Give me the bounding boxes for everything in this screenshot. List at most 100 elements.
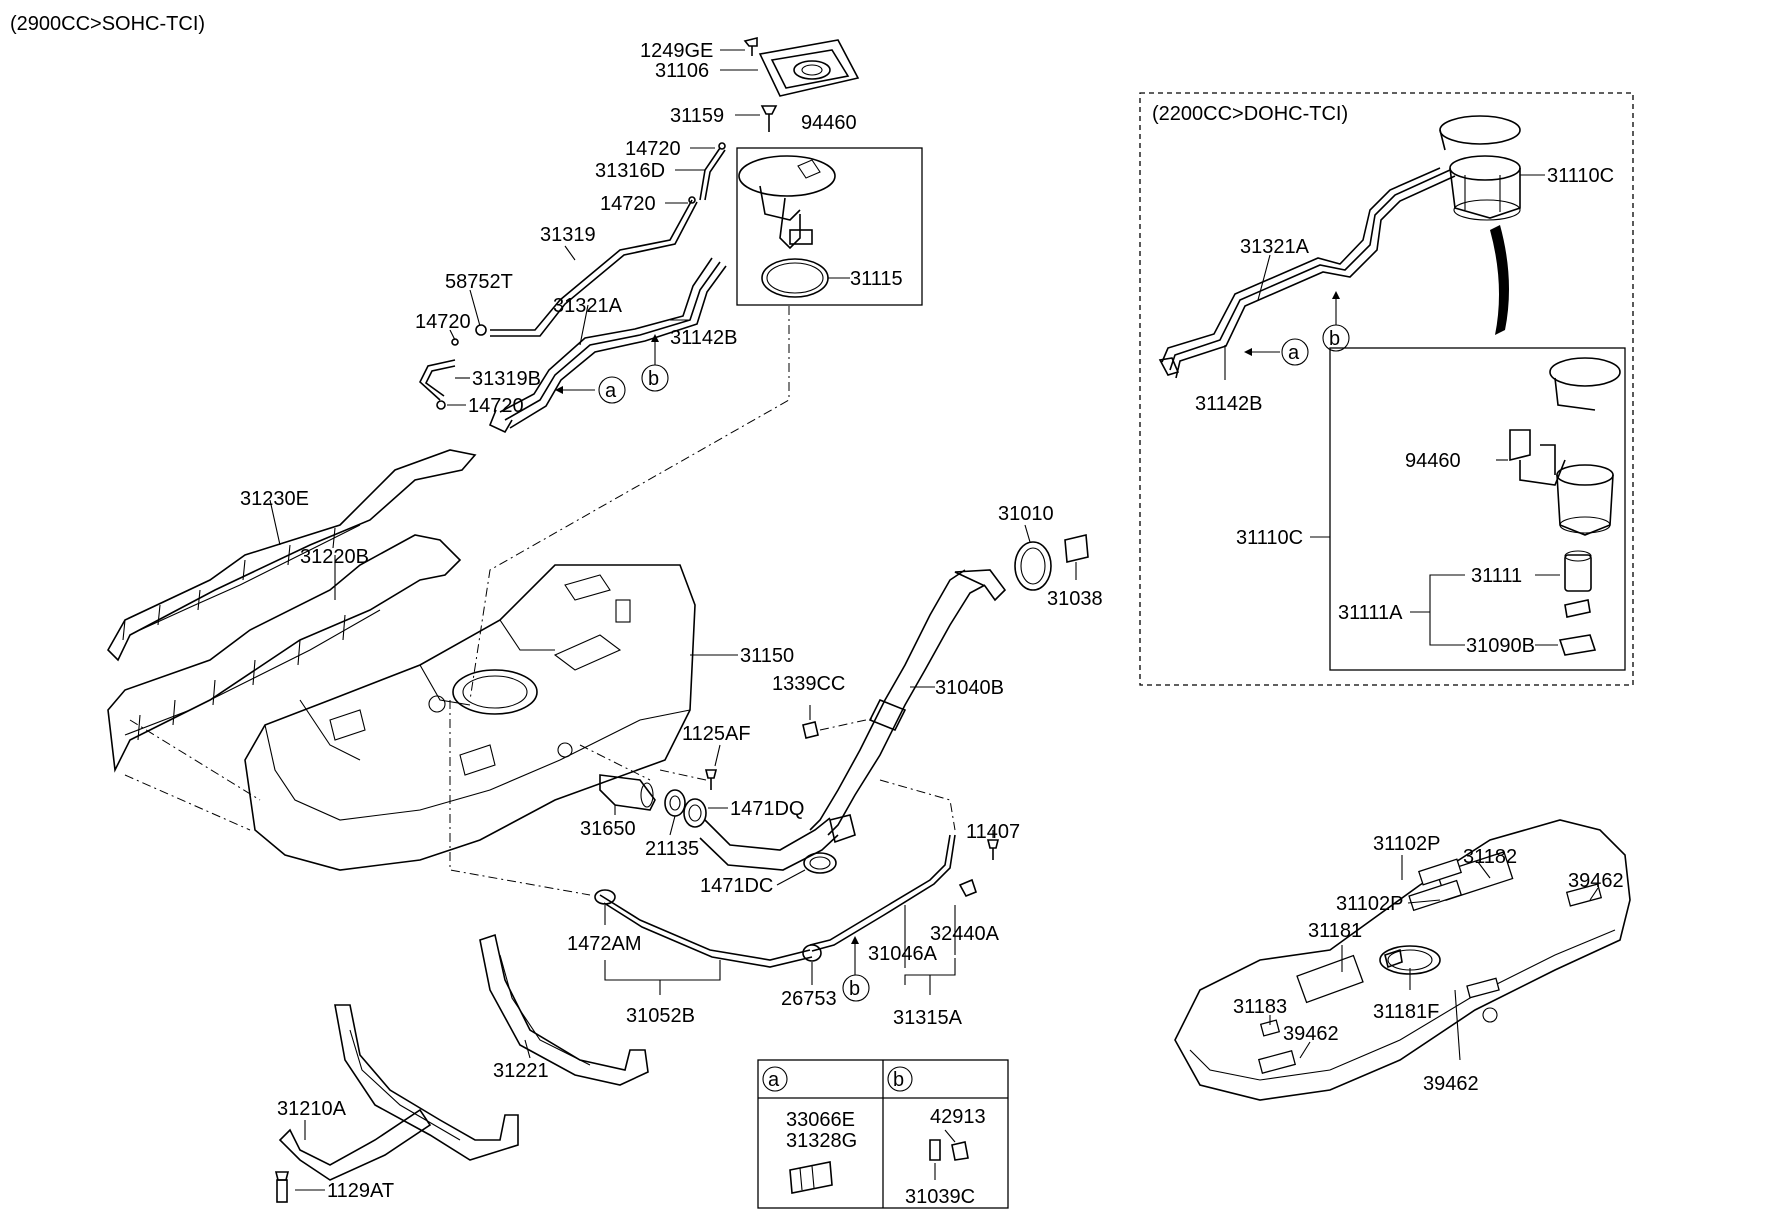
- label-94460-top: 94460: [801, 112, 857, 134]
- vapor-hose-31319: [490, 199, 698, 337]
- label-14720-b: 14720: [600, 193, 656, 215]
- label-31102p-b: 31102P: [1336, 893, 1403, 915]
- fuel-pump-assembly-box: [736, 147, 923, 306]
- label-31110c-top: 31110C: [1547, 165, 1614, 187]
- pump-detail-box: [1329, 347, 1626, 671]
- label-31111a: 31111A: [1338, 602, 1403, 624]
- nut-1339cc: [802, 721, 819, 739]
- fitting-31181f: [1384, 948, 1403, 969]
- label-33066e: 33066E: [786, 1109, 855, 1131]
- clamp-1471dq: [683, 798, 707, 828]
- clip-31039c: [929, 1139, 969, 1161]
- callout-a-main-letter: a: [605, 380, 617, 402]
- label-31142b-inset: 31142B: [1195, 393, 1262, 415]
- leader-31321a-main: [579, 304, 589, 346]
- bolt-1129at: [274, 1171, 290, 1203]
- tank-strap-31210a: [278, 1004, 519, 1181]
- label-94460-inset: 94460: [1405, 450, 1461, 472]
- leader-21135: [669, 815, 676, 836]
- vent-hose-31046a: [809, 834, 956, 952]
- filler-neck-31040b: [809, 569, 1007, 836]
- gasket-31115: [761, 258, 829, 298]
- leader-31321a-inset: [1257, 254, 1271, 301]
- leader-31010: [1024, 524, 1031, 543]
- screw-31159: [760, 105, 778, 132]
- filler-hose: [699, 817, 839, 871]
- dash-pump-to-tank: [469, 306, 790, 701]
- label-31115: 31115: [850, 268, 903, 290]
- label-31111: 31111: [1471, 565, 1522, 587]
- label-14720-d: 14720: [468, 395, 524, 417]
- label-14720-a: 14720: [625, 138, 681, 160]
- label-31150: 31150: [740, 645, 794, 667]
- label-31328g: 31328G: [786, 1130, 857, 1152]
- label-31159: 31159: [670, 105, 724, 127]
- callout-b-main: [641, 364, 669, 392]
- legend-callout-b: [887, 1066, 913, 1092]
- fuel-tank-connector-31650: [599, 774, 656, 811]
- label-31046a: 31046A: [868, 943, 938, 965]
- label-31230e: 31230E: [240, 488, 309, 510]
- leader-31182: [1477, 861, 1491, 879]
- detail-arrow: [1490, 225, 1509, 335]
- callout-a-inset: [1281, 338, 1309, 366]
- label-21135: 21135: [645, 838, 699, 860]
- label-31319b: 31319B: [472, 368, 541, 390]
- vent-hose-1472am: [599, 894, 813, 968]
- legend-callout-a: [762, 1066, 788, 1092]
- label-plate-31038: [1064, 534, 1089, 563]
- label-11407: 11407: [966, 821, 1020, 843]
- label-1471dq: 1471DQ: [730, 798, 805, 820]
- inset-engine-heading: (2200CC>DOHC-TCI): [1152, 103, 1348, 125]
- heat-shield-31230e: [107, 449, 477, 662]
- label-26753: 26753: [781, 988, 837, 1010]
- label-31090b: 31090B: [1466, 635, 1535, 657]
- legend-a-letter: a: [768, 1069, 780, 1091]
- callout-b-lower-letter: b: [849, 978, 860, 1000]
- leader-31319: [564, 245, 576, 261]
- leader-31102p-b: [1407, 899, 1441, 904]
- label-31040b: 31040B: [935, 677, 1004, 699]
- leader-1471dc: [776, 869, 806, 886]
- leader-1125af: [714, 744, 721, 767]
- label-31319: 31319: [540, 224, 596, 246]
- label-14720-c: 14720: [415, 311, 471, 333]
- label-31183: 31183: [1233, 996, 1287, 1018]
- label-31220b: 31220B: [300, 546, 369, 568]
- label-1249ge: 1249GE: [640, 40, 713, 62]
- bolt-1249ge: [743, 36, 758, 56]
- clamp-14720-b: [688, 196, 696, 204]
- fuel-pump-cover-plate: [758, 39, 860, 97]
- pad-31181: [1296, 954, 1364, 1004]
- label-31038: 31038: [1047, 588, 1103, 610]
- label-1471dc: 1471DC: [700, 875, 773, 897]
- fuel-pump-motor-31111: [1564, 550, 1592, 592]
- pad-31102p-b: [1408, 879, 1463, 912]
- main-engine-heading: (2900CC>SOHC-TCI): [10, 13, 205, 35]
- leader-31221: [524, 1039, 531, 1059]
- inset-2200cc-box: [1139, 92, 1634, 686]
- pad-39462-b: [1257, 1050, 1297, 1074]
- fuel-tank-31150: [244, 564, 696, 871]
- label-32440a: 32440A: [930, 923, 1000, 945]
- fuel-pump-sender-unit: [738, 155, 836, 250]
- vapor-hose-31316d: [699, 147, 726, 201]
- clip-58752t: [475, 324, 487, 336]
- pump-reservoir-inset: [1556, 464, 1614, 536]
- label-31321a-inset: 31321A: [1240, 236, 1310, 258]
- tank-strap-31221: [479, 933, 649, 1086]
- callout-a-main: [598, 376, 626, 404]
- leader-14720-c: [449, 329, 456, 341]
- label-39462-a: 39462: [1568, 870, 1624, 892]
- callout-b-lower: [842, 974, 870, 1002]
- pad-31102p-a: [1417, 858, 1463, 886]
- leader-39462-c: [1454, 989, 1461, 1061]
- callout-a-inset-letter: a: [1288, 342, 1300, 364]
- vapor-hose-31319b: [419, 359, 456, 401]
- clamp-21135: [664, 789, 686, 817]
- label-58752t: 58752T: [445, 271, 513, 293]
- label-31315a: 31315A: [893, 1007, 963, 1029]
- label-31321a-main: 31321A: [553, 295, 623, 317]
- filter-31090b: [1558, 599, 1597, 656]
- clip-32440a: [958, 878, 977, 898]
